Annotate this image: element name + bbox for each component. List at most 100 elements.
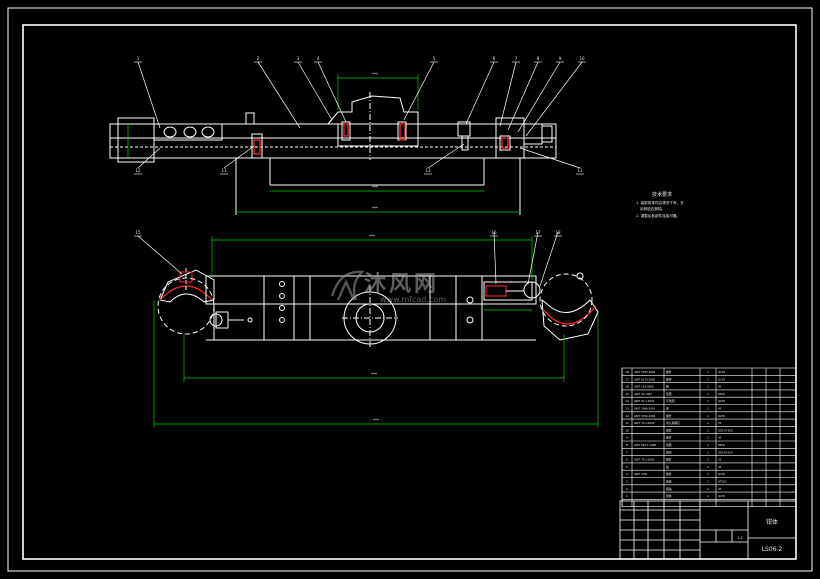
bom-material: 35	[718, 458, 722, 462]
balloon-top-8: 8	[534, 56, 542, 63]
bom-material: 65Mn	[718, 443, 726, 447]
tech-requirements-line-2: 毛刺锐边倒钝。	[640, 206, 665, 211]
tech-requirements-line-3: 2. 调整后各部件连接可靠。	[636, 213, 680, 218]
title-block-scale: 1:2	[737, 536, 743, 540]
bom-material: Q235	[718, 494, 725, 498]
balloon-front-17-label: 17	[535, 230, 541, 235]
bom-qty: 1	[707, 385, 709, 389]
top-view-dimensions	[127, 74, 520, 213]
bom-index: 16	[625, 385, 629, 389]
bom-qty: 1	[707, 392, 709, 396]
front-view	[157, 268, 599, 348]
bom-material: 65Mn	[718, 392, 726, 396]
title-block-text: 钳体 LS06-2 1:2	[737, 518, 782, 553]
bom-index: 15	[625, 392, 629, 396]
bom-qty: 1	[707, 421, 709, 425]
top-view-leaders	[137, 61, 583, 169]
bom-index: 17	[625, 377, 629, 381]
bom-material: HT200	[718, 480, 727, 484]
bom-name: 底座	[666, 480, 672, 484]
bom-index: 1	[626, 494, 628, 498]
balloon-top-8-label: 8	[537, 56, 540, 61]
bom-code: GB/T 1096-2003	[634, 407, 656, 411]
balloon-top-9: 9	[556, 56, 564, 63]
watermark-url: www.mfcad.com	[380, 295, 446, 304]
bom-index: 4	[626, 472, 628, 476]
watermark-brand: 沐风网	[364, 272, 439, 297]
balloon-top-2: 2	[254, 56, 262, 63]
balloon-lower-2: 13	[424, 168, 432, 175]
balloon-top-3: 3	[294, 56, 302, 63]
bom-name: 挡圈	[666, 443, 672, 447]
balloon-top-2-label: 2	[257, 56, 260, 61]
top-view	[109, 92, 557, 215]
balloon-top-7-label: 7	[515, 56, 518, 61]
bom-material: Q235	[718, 414, 725, 418]
balloon-top-4-label: 4	[317, 56, 320, 61]
top-view-highlights	[253, 123, 509, 155]
tech-requirements-title: 技术要求	[652, 191, 672, 198]
title-block-part-name: 钳体	[766, 518, 778, 526]
bom-material: 35	[718, 421, 722, 425]
balloon-lower-2-label: 13	[425, 168, 431, 173]
balloon-lower-0: 12	[134, 168, 142, 175]
bom-name: 垫圈	[666, 392, 672, 396]
balloon-top-6: 6	[490, 56, 498, 63]
bom-name: 螺母	[666, 377, 672, 381]
balloon-top-5-label: 5	[433, 56, 436, 61]
bom-qty: 1	[707, 494, 709, 498]
balloon-top-3-label: 3	[297, 56, 300, 61]
balloon-top-10: 10	[578, 56, 586, 63]
bom-name: 钳臂	[666, 428, 672, 432]
bom-name: 平垫圈	[666, 399, 675, 403]
bom-name: 钳块	[666, 450, 672, 454]
balloon-front-18: 18	[554, 230, 562, 237]
bom-qty: 1	[707, 377, 709, 381]
balloon-top-1: 1	[134, 56, 142, 63]
bom-index: 3	[626, 480, 628, 484]
bom-material: Q235	[718, 472, 725, 476]
bom-material: Q235	[718, 370, 725, 374]
bom-index: 10	[625, 428, 629, 432]
svg-text:***: ***	[372, 206, 378, 211]
balloon-lower-1-label: 11	[221, 168, 227, 173]
bom-qty: 1	[707, 399, 709, 403]
bom-name: 内六角螺钉	[666, 421, 680, 425]
front-view-dimensions	[153, 236, 599, 428]
bom-name: 连杆	[666, 436, 672, 440]
bom-material: Q235	[718, 399, 725, 403]
bom-qty: 1	[707, 407, 709, 411]
bom-name: 螺栓	[666, 472, 672, 476]
balloon-top-5: 5	[430, 56, 438, 63]
bom-qty: 1	[707, 428, 709, 432]
bom-code: GB/T 894.1-1986	[634, 443, 656, 447]
balloon-front-15: 15	[134, 230, 142, 237]
bom-name: 螺栓	[666, 414, 672, 418]
bom-material: ZG270-500	[718, 450, 733, 454]
bom-code: GB/T 119-2000	[634, 385, 654, 389]
front-view-dim-text: *** *** ***	[369, 234, 379, 423]
watermark-logo-icon	[330, 270, 365, 301]
bom-code: GB/T 5781	[634, 472, 648, 476]
tech-requirements: 技术要求 1. 装配前零件应清洗干净，去 毛刺锐边倒钝。 2. 调整后各部件连接…	[636, 191, 684, 218]
bom-material: 45	[718, 407, 722, 411]
bom-name: 键	[666, 407, 669, 411]
bom-index: 18	[625, 370, 629, 374]
balloon-top-7: 7	[512, 56, 520, 63]
bom-qty: 1	[707, 414, 709, 418]
bom-material: 45	[718, 487, 722, 491]
